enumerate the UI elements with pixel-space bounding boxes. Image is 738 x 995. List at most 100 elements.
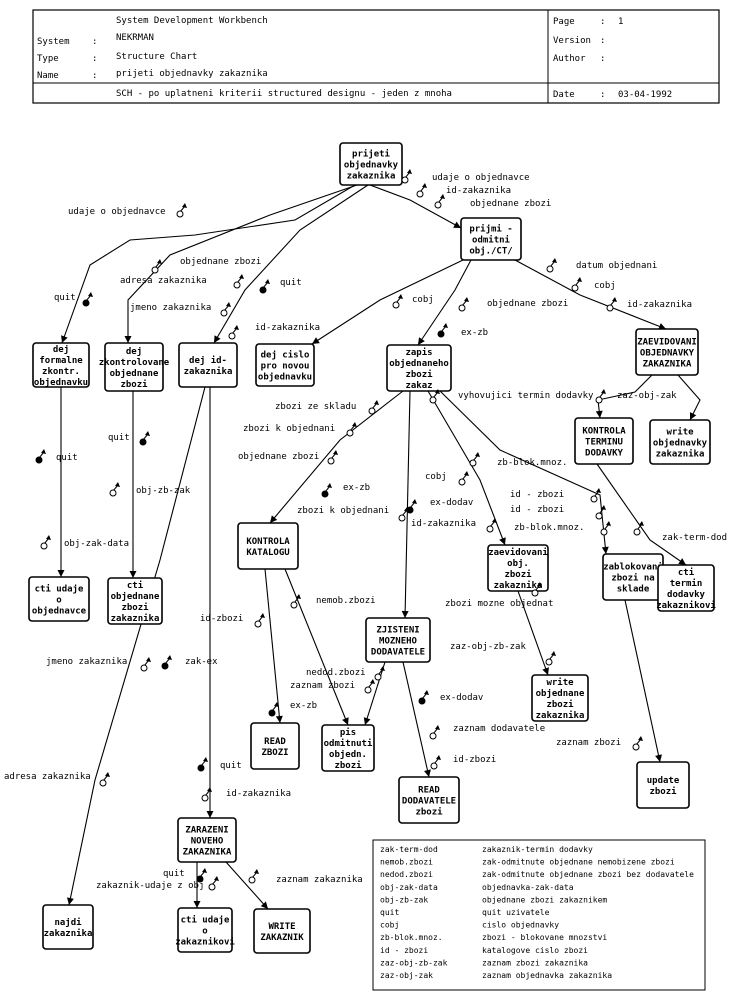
couple-ex-zb-2: ex-zb (321, 483, 370, 498)
couple-label: zbozi k objednani (297, 506, 389, 516)
module-label: cti udaje (181, 915, 230, 926)
module-box (487, 544, 549, 592)
couple-arrow (370, 679, 375, 684)
data-couple-icon (632, 736, 643, 751)
data-couple-icon (109, 482, 120, 497)
legend-abbr: zak-term-dod (380, 845, 438, 854)
couple-zaznam-zbozi-2: zaznam zbozi (556, 736, 643, 751)
couple-arrow (596, 488, 601, 493)
couple-circle (268, 709, 276, 717)
couple-circle (469, 459, 477, 467)
couple-label: zaznam dodavatele (453, 724, 545, 734)
invocation-arrowhead (690, 412, 697, 420)
module-label: zbozi (546, 699, 574, 710)
couple-arrow (374, 400, 379, 405)
couple-objednane-zbozi-2: objednane zbozi (151, 257, 261, 274)
couple-circle (595, 396, 603, 404)
module-label: obj. (507, 558, 529, 569)
legend-meaning: zakaznik-termin dodavky (482, 845, 593, 854)
invocation-line-6 (311, 259, 464, 345)
couple-ex-dodav-2: ex-dodav (418, 690, 483, 705)
couple-arrow (464, 297, 469, 302)
couple-arrow (41, 449, 46, 454)
module-label: zakaznikovi (175, 937, 235, 948)
module-label: READ (264, 737, 286, 747)
version-label: Version (553, 36, 591, 46)
data-couple-icon (546, 258, 557, 273)
couple-label: nedod.zbozi (306, 668, 366, 678)
couple-label: id - zbozi (510, 505, 564, 515)
module-label: ZARAZENI (185, 826, 228, 836)
couple-circle (430, 762, 438, 770)
module-label: prijmi - (469, 224, 512, 235)
data-couple-icon (40, 535, 51, 550)
data-couple-icon (434, 194, 445, 209)
data-couple-icon (176, 203, 187, 218)
module-label: zbozi (415, 807, 443, 818)
legend-abbr: nedod.zbozi (380, 870, 433, 879)
module-label: odmitnuti (324, 738, 373, 749)
couple-cobj-3: cobj (425, 471, 469, 486)
legend-meaning: zak-odmitnute objednane zbozi bez dodava… (482, 870, 694, 879)
data-couple-icon (398, 507, 409, 522)
data-couple-icon (486, 518, 497, 533)
couple-zakaznik-udaje: zakaznik-udaje z obj (96, 876, 219, 891)
workbench-title: System Development Workbench (116, 16, 268, 26)
couple-circle (228, 332, 236, 340)
module-label: zakaznika (347, 171, 396, 182)
legend-meaning: zaznam objednavka zakaznika (482, 971, 612, 980)
invocation-line-5 (417, 259, 472, 346)
couple-arrow (612, 297, 617, 302)
couple-label: zaz-obj-zak (617, 391, 677, 401)
title-block: System Development Workbench System : NE… (32, 9, 720, 104)
invocation-arrowhead (595, 410, 603, 418)
couple-label: objednane zbozi (470, 199, 551, 209)
couple-arrow (145, 431, 150, 436)
couple-label: quit (108, 433, 130, 443)
couple-zb-blok-mnoz: zb-blok.mnoz. (469, 452, 567, 468)
couple-circle (254, 620, 262, 628)
couple-arrow (601, 389, 606, 394)
control-couple-icon (196, 868, 207, 883)
system-value: NEKRMAN (116, 33, 154, 43)
module-label: KATALOGU (246, 548, 289, 558)
invocation-line-22 (402, 661, 430, 778)
data-couple-icon (545, 651, 556, 666)
couple-ex-zb-3: ex-zb (268, 701, 317, 717)
couple-circle (429, 396, 437, 404)
date-colon: : (600, 90, 605, 100)
module-label: zakaznika (656, 449, 705, 460)
module-label: KONTROLA (246, 537, 290, 547)
data-couple-icon (327, 450, 338, 465)
couple-label: zb-blok.mnoz. (497, 458, 567, 468)
module-label: formalne (39, 356, 83, 366)
module-label: zbozi (649, 786, 677, 797)
data-couple-icon (590, 488, 601, 503)
data-couple-icon (401, 169, 412, 184)
couple-arrow (552, 258, 557, 263)
invocation-line-18 (596, 463, 687, 566)
invocation-arrowhead (418, 337, 425, 345)
module-box (321, 724, 375, 772)
data-couple-icon (364, 679, 375, 694)
couple-circle (486, 525, 494, 533)
invocation-line-26 (225, 861, 269, 910)
couple-circle (290, 601, 298, 609)
data-couple-icon (208, 876, 219, 891)
module-label: zbozi (504, 569, 532, 580)
module-label: zakaznika (536, 710, 585, 721)
couple-id-zakaznika-5: id-zakaznika (201, 787, 291, 802)
module-label: objednavku (258, 372, 312, 383)
couple-arrow (88, 292, 93, 297)
couple-quit-1: quit (54, 292, 93, 307)
couple-circle (600, 528, 608, 536)
module-label: WRITE (268, 922, 295, 932)
couple-label: jmeno zakaznika (130, 303, 211, 313)
couple-arrow (424, 690, 429, 695)
module-label: objedn. (329, 749, 367, 760)
data-couple-icon (228, 325, 239, 340)
